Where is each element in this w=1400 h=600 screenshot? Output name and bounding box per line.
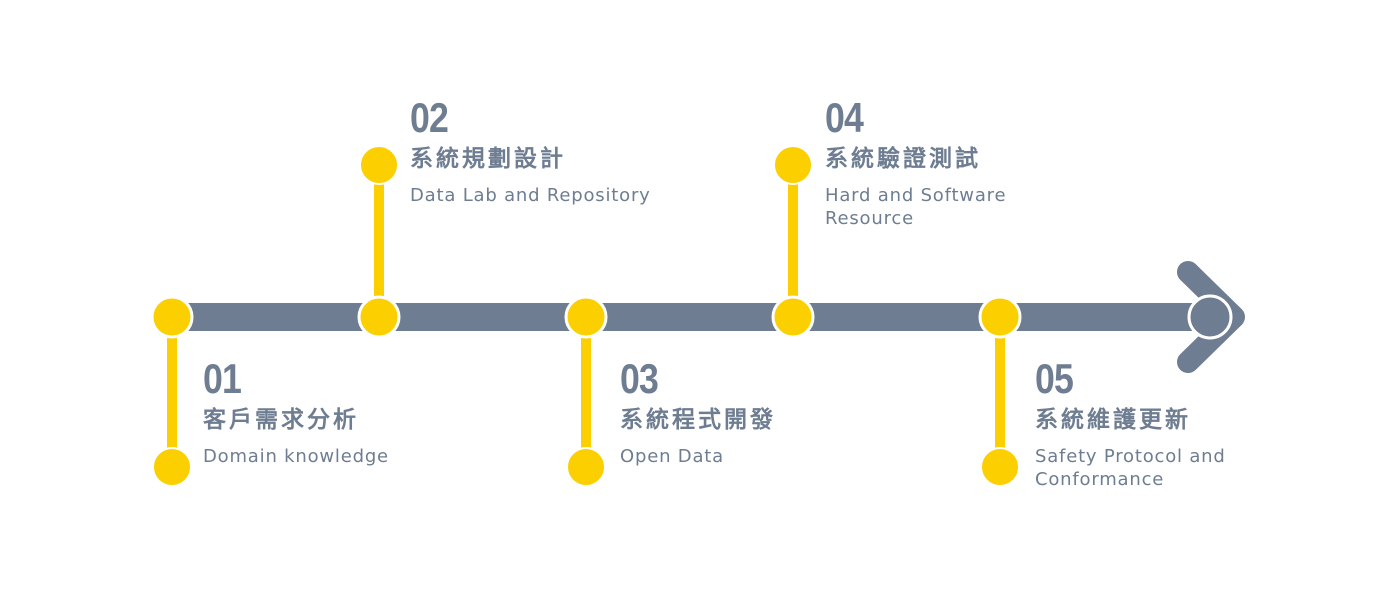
step-04-end-dot [773, 145, 813, 185]
step-02-subtitle: Data Lab and Repository [410, 185, 651, 206]
step-05-connector [995, 335, 1005, 455]
step-01-subtitle: Domain knowledge [203, 446, 389, 467]
step-04: 04 系統驗證測試 Hard and Software Resource [825, 96, 1065, 230]
step-01-end-dot [152, 447, 192, 487]
step-05-title: 系統維護更新 [1035, 407, 1191, 433]
step-05: 05 系統維護更新 Safety Protocol and Conformanc… [1035, 357, 1275, 491]
step-04-connector [788, 180, 798, 300]
step-05-number: 05 [1035, 355, 1074, 402]
step-01: 01 客戶需求分析 Domain knowledge [203, 357, 443, 468]
step-03-subtitle: Open Data [620, 446, 724, 467]
step-05-end-dot [980, 447, 1020, 487]
step-03-end-dot [566, 447, 606, 487]
step-04-track-node [771, 295, 815, 339]
step-05-subtitle: Safety Protocol and Conformance [1035, 446, 1226, 490]
step-02-title: 系統規劃設計 [410, 146, 566, 172]
step-04-subtitle: Hard and Software Resource [825, 185, 1007, 229]
timeline-end-node [1187, 294, 1233, 340]
step-02-track-node [357, 295, 401, 339]
step-04-number: 04 [825, 94, 864, 141]
step-03-track-node [564, 295, 608, 339]
timeline-track [172, 303, 1212, 331]
step-02-connector [374, 180, 384, 300]
step-03: 03 系統程式開發 Open Data [620, 357, 860, 468]
step-03-connector [581, 335, 591, 455]
step-01-title: 客戶需求分析 [203, 407, 359, 433]
step-03-number: 03 [620, 355, 659, 402]
step-02-number: 02 [410, 94, 449, 141]
step-01-connector [167, 335, 177, 455]
step-01-number: 01 [203, 355, 242, 402]
step-05-track-node [978, 295, 1022, 339]
arrowhead-icon [1177, 261, 1245, 373]
step-04-title: 系統驗證測試 [825, 146, 981, 172]
step-02: 02 系統規劃設計 Data Lab and Repository [410, 96, 710, 207]
step-02-end-dot [359, 145, 399, 185]
step-03-title: 系統程式開發 [620, 407, 776, 433]
step-01-track-node [150, 295, 194, 339]
